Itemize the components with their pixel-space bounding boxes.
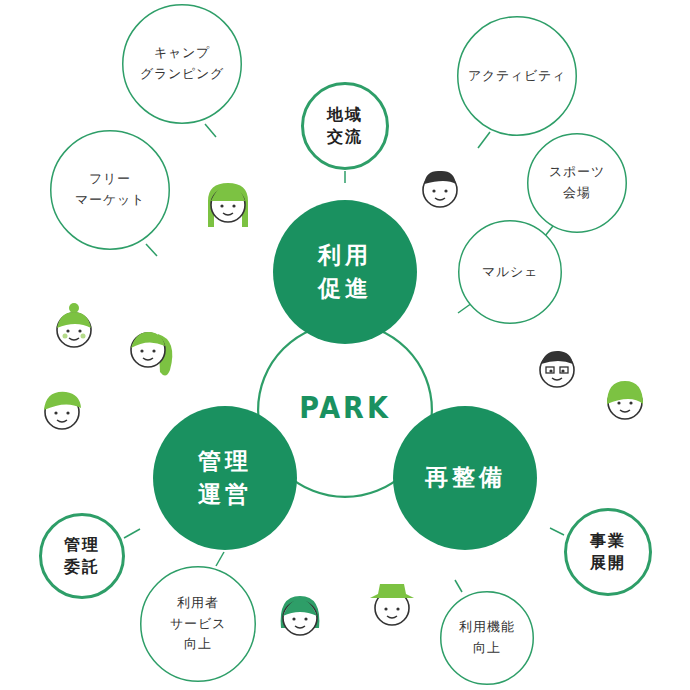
circle-outline <box>122 4 242 124</box>
node-label: キャンプ グランピング <box>140 43 224 85</box>
circle-outline <box>527 133 627 233</box>
node-label: 利用者 サービス 向上 <box>170 593 226 655</box>
node-label: スポーツ 会場 <box>549 162 605 204</box>
main-circle: 再整備 <box>393 406 537 550</box>
circle-outline <box>440 591 534 685</box>
main-circle: 管理 運営 <box>153 406 297 550</box>
bubble-circle: フリー マーケット <box>50 130 170 250</box>
main-circle: 利用 促進 <box>273 200 417 344</box>
node-label: マルシェ <box>482 262 538 283</box>
node-label: 管理 運営 <box>198 445 252 512</box>
node-label: PARK <box>299 390 391 425</box>
bubble-circle: 管理 委託 <box>39 513 125 599</box>
circle-outline <box>50 130 170 250</box>
node-label: 利用 促進 <box>318 239 372 306</box>
bubble-circle: 事業 展開 <box>564 508 652 596</box>
bubble-circle: 利用機能 向上 <box>440 591 534 685</box>
bubble-circle: 地域 交流 <box>301 82 389 170</box>
node-label: フリー マーケット <box>75 169 145 211</box>
bubble-circle: アクティビティ <box>457 16 577 136</box>
node-label: 地域 交流 <box>327 104 363 149</box>
circle-outline <box>153 406 297 550</box>
node-label: アクティビティ <box>468 66 566 87</box>
bubble-circle: 利用者 サービス 向上 <box>140 566 256 682</box>
bubble-tails <box>124 124 564 592</box>
circle-outline <box>273 200 417 344</box>
node-label: 管理 委託 <box>64 534 100 579</box>
bubble-circle: キャンプ グランピング <box>122 4 242 124</box>
bubble-circle: スポーツ 会場 <box>527 133 627 233</box>
node-label: 再整備 <box>425 461 506 494</box>
circle-outline <box>564 508 652 596</box>
node-label: 事業 展開 <box>590 530 626 575</box>
circle-outline <box>39 513 125 599</box>
node-label: 利用機能 向上 <box>459 617 515 659</box>
circle-outline <box>301 82 389 170</box>
bubble-circle: マルシェ <box>458 220 562 324</box>
